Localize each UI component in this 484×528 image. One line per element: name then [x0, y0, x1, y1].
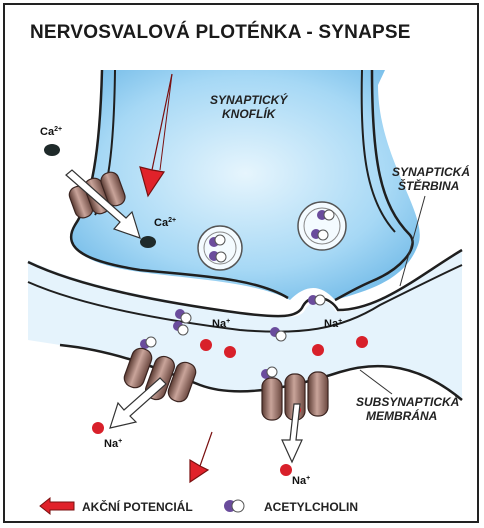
label-subsynaptic-membrane-2: MEMBRÁNA: [366, 408, 437, 423]
leader-line-membrane: [360, 370, 392, 394]
sodium-ion: [312, 344, 324, 356]
legend-label-acetylcholin: ACETYLCHOLIN: [264, 500, 358, 514]
label-synaptic-cleft-2: ŠTĚRBINA: [398, 178, 459, 193]
sodium-ion: [92, 422, 104, 434]
sodium-ion: [280, 464, 292, 476]
ion-label-ca-1: Ca2+: [40, 126, 62, 138]
sodium-ion: [200, 339, 212, 351]
vesicle-release: [308, 295, 325, 305]
action-potential-arrow-postsynaptic: [190, 432, 212, 482]
synaptic-vesicle: [298, 202, 346, 250]
legend-label-action-potential: AKČNÍ POTENCIÁL: [82, 499, 193, 514]
synaptic-vesicle: [198, 226, 242, 270]
label-subsynaptic-membrane-1: SUBSYNAPTICKÁ: [356, 394, 459, 409]
label-synaptic-knob-2: KNOFLÍK: [222, 106, 277, 121]
sodium-ion: [224, 346, 236, 358]
ion-label-na-4: Na+: [292, 475, 310, 487]
sodium-ion: [356, 336, 368, 348]
ion-label-na-3: Na+: [104, 438, 122, 450]
legend-acetylcholin: ACETYLCHOLIN: [224, 500, 358, 514]
legend-action-potential: AKČNÍ POTENCIÁL: [40, 498, 193, 514]
label-synaptic-cleft-1: SYNAPTICKÁ: [392, 164, 470, 179]
calcium-ion: [44, 144, 60, 156]
calcium-ion: [140, 236, 156, 248]
label-synaptic-knob-1: SYNAPTICKÝ: [210, 92, 288, 107]
